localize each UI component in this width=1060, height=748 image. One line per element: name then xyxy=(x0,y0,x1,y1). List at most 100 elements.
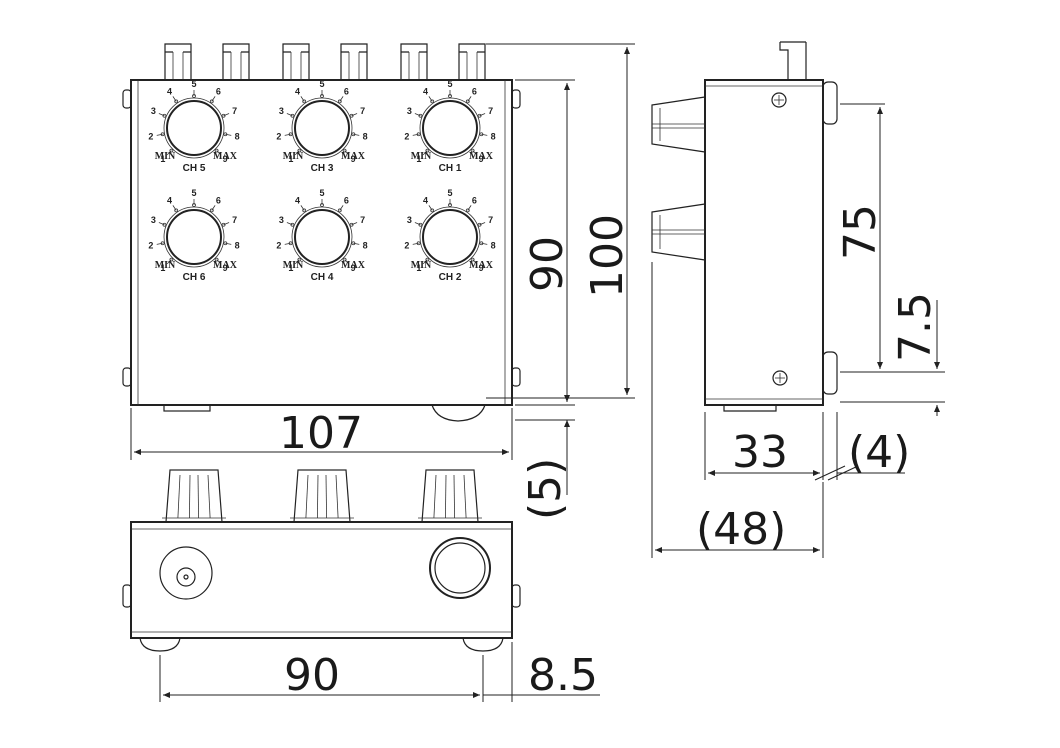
dim-90-horizontal: 90 xyxy=(284,650,340,701)
knob-scale-number: 3 xyxy=(279,215,284,225)
dimension-labels: 90 100 (5) 107 75 7.5 33 (4) (48) 90 8.5 xyxy=(279,204,941,701)
front-side-screws xyxy=(122,89,521,387)
top-connector xyxy=(222,43,250,80)
bottom-knobs xyxy=(162,469,482,523)
knob-min-label: MIN xyxy=(283,260,304,271)
knob-scale-number: 1 xyxy=(288,263,293,273)
knob-scale-number: 5 xyxy=(447,188,452,198)
knob-max-label: MAX xyxy=(341,260,366,271)
knob-scale-number: 8 xyxy=(235,132,240,142)
bottom-body xyxy=(130,521,513,639)
knob-scale-number: 7 xyxy=(232,215,237,225)
bottom-volume-knob xyxy=(429,537,491,599)
knob-scale-number: 6 xyxy=(344,195,349,205)
front-panel xyxy=(130,79,513,406)
dim-75-vertical: 75 xyxy=(835,204,886,260)
knob-scale-number: 7 xyxy=(488,106,493,116)
knob-scale-number: 8 xyxy=(491,132,496,142)
channel-label: CH 6 xyxy=(183,272,206,283)
dim-90-vertical: 90 xyxy=(522,236,573,292)
dimension-lines xyxy=(130,43,945,702)
knob-scale-number: 7 xyxy=(232,106,237,116)
knob-scale-number: 8 xyxy=(235,241,240,251)
knob-scale-number: 2 xyxy=(276,241,281,251)
knob-scale-number: 6 xyxy=(344,86,349,96)
knob-scale-number: 9 xyxy=(223,154,228,164)
front-bottom-jack xyxy=(163,404,211,412)
knob-scale-number: 4 xyxy=(423,195,428,205)
top-connector xyxy=(340,43,368,80)
knob-scale-number: 1 xyxy=(288,154,293,164)
top-connectors xyxy=(164,43,486,80)
top-connector xyxy=(458,43,486,80)
top-connector xyxy=(400,43,428,80)
knob-scale-number: 6 xyxy=(472,195,477,205)
dim-8-5-horizontal: 8.5 xyxy=(528,650,598,701)
knob-scale-number: 9 xyxy=(223,263,228,273)
bottom-view-knob xyxy=(162,469,226,523)
dc-jack xyxy=(159,546,213,600)
knob-scale-number: 7 xyxy=(360,215,365,225)
top-connector xyxy=(282,43,310,80)
side-screw-top xyxy=(771,92,787,108)
channel-label: CH 2 xyxy=(439,272,462,283)
knob-scale-number: 4 xyxy=(167,86,172,96)
knob-min-label: MIN xyxy=(155,151,176,162)
knob-scale-number: 9 xyxy=(479,263,484,273)
knob-scale-number: 2 xyxy=(148,132,153,142)
knob-scale-number: 2 xyxy=(404,241,409,251)
knob-scale-number: 4 xyxy=(295,195,300,205)
knob-min-label: MIN xyxy=(155,260,176,271)
knob-scale-number: 5 xyxy=(447,79,452,89)
knob-scale-number: 6 xyxy=(216,86,221,96)
knob-scale-number: 8 xyxy=(491,241,496,251)
side-body xyxy=(704,79,824,406)
knob-scale-number: 4 xyxy=(423,86,428,96)
knob-scale-number: 3 xyxy=(151,215,156,225)
knob-min-label: MIN xyxy=(283,151,304,162)
knob-scale-number: 9 xyxy=(479,154,484,164)
dim-107-horizontal: 107 xyxy=(279,408,363,459)
dim-7-5-vertical: 7.5 xyxy=(890,292,941,362)
knob-max-label: MAX xyxy=(469,260,494,271)
knob-max-label: MAX xyxy=(341,151,366,162)
knob-scale-number: 1 xyxy=(416,154,421,164)
knob-scale-number: 5 xyxy=(191,188,196,198)
knob-min-label: MIN xyxy=(411,260,432,271)
knob-scale-number: 3 xyxy=(407,106,412,116)
channel-label: CH 4 xyxy=(311,272,334,283)
knob-scale-number: 7 xyxy=(488,215,493,225)
knob-scale-number: 2 xyxy=(148,241,153,251)
knob-scale-number: 3 xyxy=(151,106,156,116)
knob-scale-number: 2 xyxy=(276,132,281,142)
side-screw-bottom xyxy=(772,370,788,386)
knob-scale-number: 3 xyxy=(279,106,284,116)
dim-48-horizontal: (48) xyxy=(696,504,786,555)
bottom-view xyxy=(122,469,521,652)
knob-max-label: MAX xyxy=(213,151,238,162)
dim-33-horizontal: 33 xyxy=(732,427,788,478)
top-connector xyxy=(164,43,192,80)
knob-scale-number: 8 xyxy=(363,241,368,251)
knob-scale-number: 6 xyxy=(472,86,477,96)
knob-scale-number: 1 xyxy=(160,263,165,273)
knob-max-label: MAX xyxy=(213,260,238,271)
knob-min-label: MIN xyxy=(411,151,432,162)
side-knob-upper xyxy=(651,96,706,153)
knob-scale-number: 4 xyxy=(295,86,300,96)
knob-scale-number: 2 xyxy=(404,132,409,142)
knob-scale-number: 1 xyxy=(416,263,421,273)
front-bottom-knob xyxy=(431,404,486,422)
dim-100-vertical: 100 xyxy=(582,214,633,298)
dim-5-vertical: (5) xyxy=(520,458,571,520)
side-knob-lower xyxy=(651,203,706,261)
